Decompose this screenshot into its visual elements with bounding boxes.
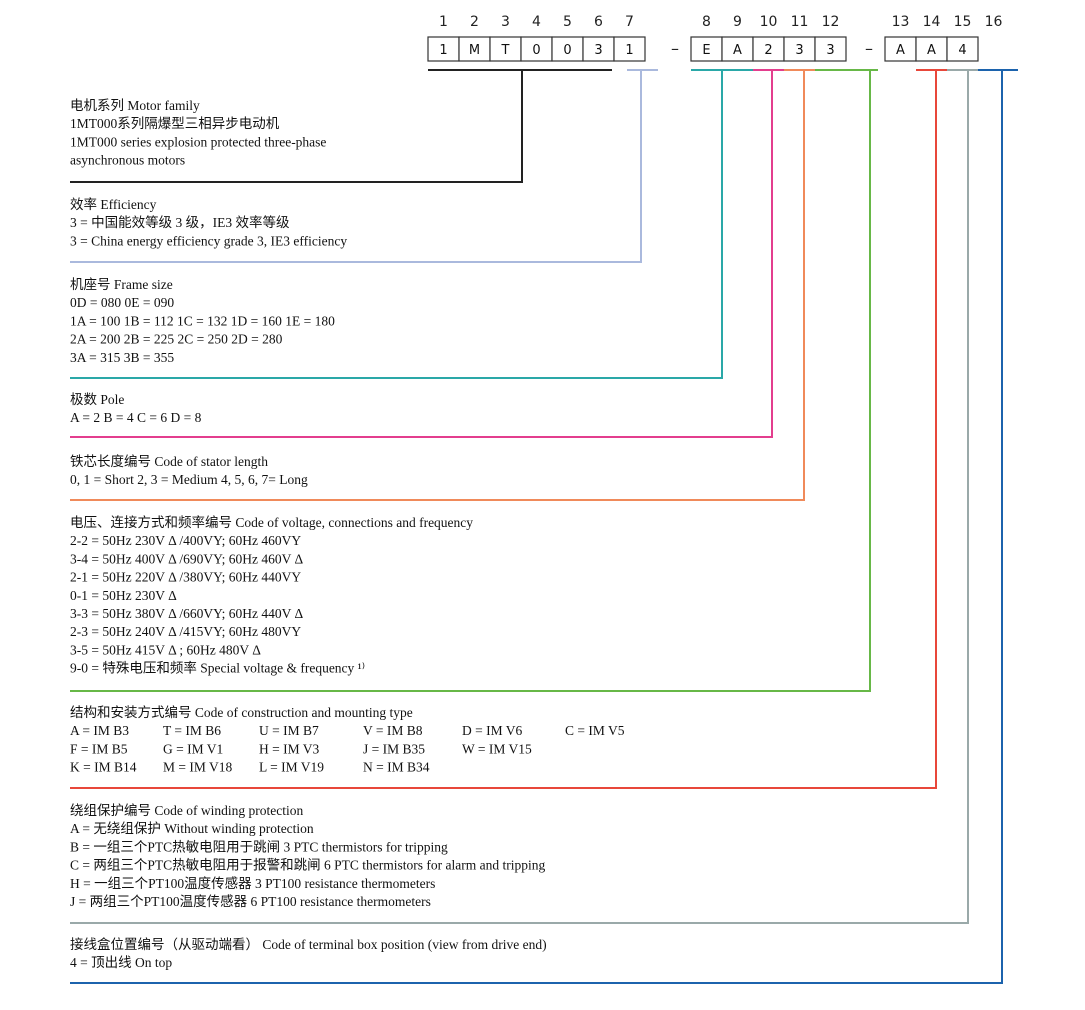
- code-box-8: [690, 36, 723, 62]
- position-number-5: 5: [563, 14, 572, 30]
- code-character-4: 0: [532, 43, 540, 58]
- voltage-line-1: 2-2 = 50Hz 230V Δ /400VY; 60Hz 460VY: [70, 533, 301, 548]
- position-number-16: 16: [985, 14, 1003, 30]
- winding-line-4: H = 一组三个PT100温度传感器 3 PT100 resistance th…: [70, 875, 435, 891]
- code-character-11: 3: [795, 43, 803, 58]
- position-number-13: 13: [892, 14, 910, 30]
- code-character-2: M: [469, 43, 480, 58]
- mounting-option-1-1: G = IM V1: [163, 741, 223, 756]
- voltage-line-7: 3-5 = 50Hz 415V Δ ; 60Hz 480V Δ: [70, 642, 261, 657]
- code-character-8: E: [702, 43, 710, 58]
- separator-dash-1: –: [671, 39, 679, 58]
- code-box-15: [946, 36, 979, 62]
- voltage-line-8: 9-0 = 特殊电压和频率 Special voltage & frequenc…: [70, 660, 365, 676]
- position-number-11: 11: [791, 14, 809, 30]
- code-character-3: T: [501, 43, 510, 58]
- code-box-14: [915, 36, 948, 62]
- efficiency-heading: 效率 Efficiency: [70, 196, 157, 212]
- position-number-7: 7: [625, 14, 634, 30]
- code-character-14: A: [927, 43, 936, 58]
- mounting-heading: 结构和安装方式编号 Code of construction and mount…: [70, 705, 413, 720]
- voltage-line-6: 2-3 = 50Hz 240V Δ /415VY; 60Hz 480VY: [70, 624, 301, 639]
- code-character-5: 0: [563, 43, 571, 58]
- frame_size-line-4: 3A = 315 3B = 355: [70, 350, 174, 365]
- frame_size-line-2: 1A = 100 1B = 112 1C = 132 1D = 160 1E =…: [70, 313, 335, 328]
- mounting-option-2-3: N = IM B34: [363, 760, 430, 775]
- motor_family-line-3: asynchronous motors: [70, 153, 185, 168]
- position-number-1: 1: [439, 14, 448, 30]
- mounting-option-1-3: J = IM B35: [363, 741, 425, 756]
- position-number-12: 12: [822, 14, 840, 30]
- pole-line-1: A = 2 B = 4 C = 6 D = 8: [70, 410, 202, 425]
- code-box-7: [613, 36, 646, 62]
- mounting-option-0-3: V = IM B8: [363, 723, 423, 738]
- pole-heading: 极数 Pole: [70, 392, 124, 407]
- motor_family-line-1: 1MT000系列隔爆型三相异步电动机: [70, 116, 280, 131]
- position-number-10: 10: [760, 14, 778, 30]
- position-number-15: 15: [954, 14, 972, 30]
- code-character-12: 3: [826, 43, 834, 58]
- voltage-line-4: 0-1 = 50Hz 230V Δ: [70, 588, 177, 603]
- code-character-13: A: [896, 43, 905, 58]
- frame_size-heading: 机座号 Frame size: [70, 277, 173, 292]
- efficiency-line-2: 3 = China energy efficiency grade 3, IE3…: [70, 233, 347, 248]
- mounting-option-0-2: U = IM B7: [259, 723, 319, 738]
- position-number-9: 9: [733, 14, 742, 30]
- mounting-option-2-1: M = IM V18: [163, 760, 232, 775]
- code-character-10: 2: [764, 43, 772, 58]
- position-number-8: 8: [702, 14, 711, 30]
- separator-dash-2: –: [865, 39, 873, 58]
- mounting-option-0-1: T = IM B6: [163, 723, 221, 738]
- code-character-1: 1: [439, 43, 447, 58]
- terminal-line-1: 4 = 顶出线 On top: [70, 955, 172, 970]
- position-number-14: 14: [923, 14, 941, 30]
- code-character-9: A: [733, 43, 742, 58]
- mounting-option-0-5: C = IM V5: [565, 723, 625, 738]
- code-box-10: [752, 36, 785, 62]
- code-character-15: 4: [958, 43, 966, 58]
- stator-heading: 铁芯长度编号 Code of stator length: [70, 454, 268, 469]
- code-character-6: 3: [594, 43, 602, 58]
- motor_family-line-2: 1MT000 series explosion protected three-…: [70, 134, 326, 149]
- voltage-line-3: 2-1 = 50Hz 220V Δ /380VY; 60Hz 440VY: [70, 570, 301, 585]
- code-box-3: [489, 36, 522, 62]
- mounting-option-2-2: L = IM V19: [259, 760, 324, 775]
- efficiency-line-1: 3 = 中国能效等级 3 级，IE3 效率等级: [70, 214, 290, 230]
- voltage-heading: 电压、连接方式和频率编号 Code of voltage, connection…: [70, 514, 473, 530]
- voltage-line-2: 3-4 = 50Hz 400V Δ /690VY; 60Hz 460V Δ: [70, 551, 304, 566]
- code-box-13: [884, 36, 917, 62]
- code-box-5: [551, 36, 584, 62]
- position-number-6: 6: [594, 14, 603, 30]
- winding-line-3: C = 两组三个PTC热敏电阻用于报警和跳闸 6 PTC thermistors…: [70, 858, 545, 873]
- code-box-2: [458, 36, 491, 62]
- motor_family-heading: 电机系列 Motor family: [70, 98, 200, 113]
- winding-line-2: B = 一组三个PTC热敏电阻用于跳闸 3 PTC thermistors fo…: [70, 839, 448, 854]
- mounting-option-1-0: F = IM B5: [70, 741, 128, 756]
- terminal-heading: 接线盒位置编号（从驱动端看） Code of terminal box posi…: [70, 936, 547, 952]
- position-number-2: 2: [470, 14, 479, 30]
- voltage-line-5: 3-3 = 50Hz 380V Δ /660VY; 60Hz 440V Δ: [70, 606, 304, 621]
- code-box-9: [721, 36, 754, 62]
- code-box-1: [427, 36, 460, 62]
- frame_size-line-1: 0D = 080 0E = 090: [70, 295, 174, 310]
- mounting-option-0-0: A = IM B3: [70, 723, 129, 738]
- stator-line-1: 0, 1 = Short 2, 3 = Medium 4, 5, 6, 7= L…: [70, 472, 308, 487]
- winding-heading: 绕组保护编号 Code of winding protection: [70, 803, 303, 818]
- mounting-option-1-4: W = IM V15: [462, 741, 532, 756]
- position-number-3: 3: [501, 14, 510, 30]
- position-number-4: 4: [532, 14, 541, 30]
- winding-line-1: A = 无绕组保护 Without winding protection: [70, 821, 314, 836]
- code-character-7: 1: [625, 43, 633, 58]
- frame_size-line-3: 2A = 200 2B = 225 2C = 250 2D = 280: [70, 332, 283, 347]
- code-box-12: [814, 36, 847, 62]
- mounting-option-0-4: D = IM V6: [462, 723, 522, 738]
- mounting-option-2-0: K = IM B14: [70, 760, 137, 775]
- winding-line-5: J = 两组三个PT100温度传感器 6 PT100 resistance th…: [70, 893, 431, 909]
- mounting-option-1-2: H = IM V3: [259, 741, 319, 756]
